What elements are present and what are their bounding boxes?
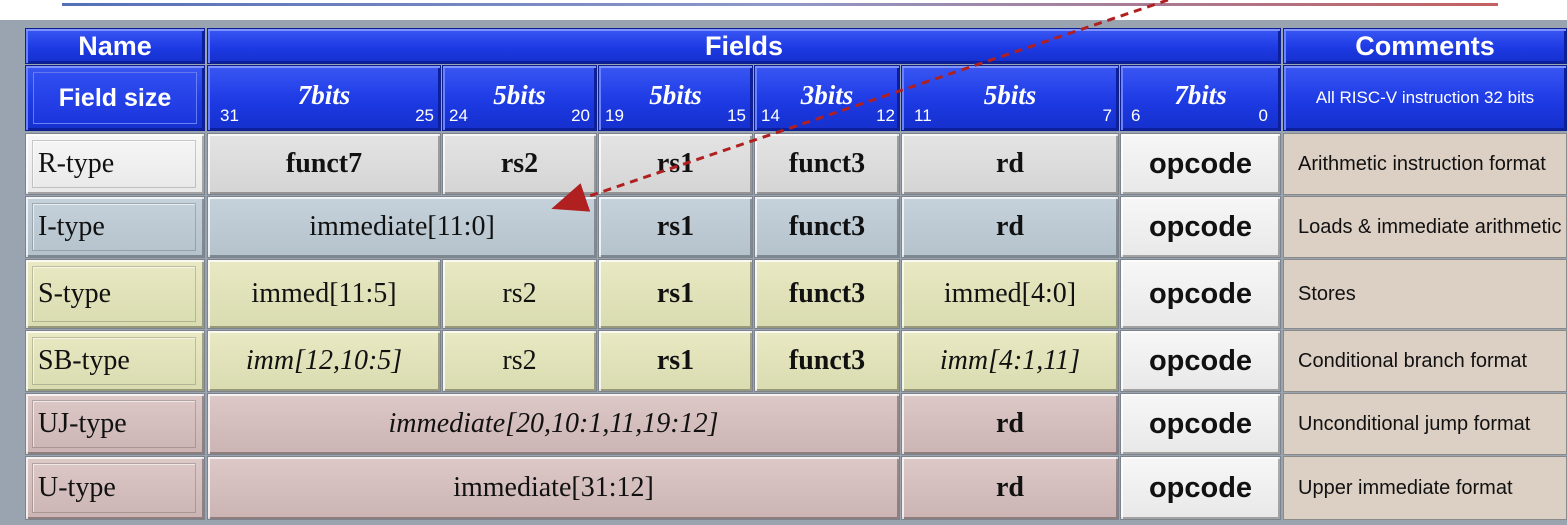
u-comment: Upper immediate format [1283,456,1567,520]
r-rd: rd [901,133,1119,195]
header-name: Name [25,28,205,64]
r-funct7: funct7 [207,133,441,195]
r-opcode: opcode [1120,133,1281,195]
sb-rs1: rs1 [598,330,753,392]
bit-hi: 11 [914,106,932,125]
bit-hi: 6 [1131,106,1141,125]
s-rs1: rs1 [598,259,753,329]
field-size-rs1: 5bits 19 15 [598,65,753,131]
i-rd: rd [901,196,1119,258]
i-rs1: rs1 [598,196,753,258]
bit-width: 5bits [983,79,1037,110]
i-comment: Loads & immediate arithmetic [1283,196,1567,258]
top-rule [62,3,1498,6]
r-rs1: rs1 [598,133,753,195]
bit-width: 5bits [649,79,702,110]
field-size-funct3: 3bits 14 12 [754,65,900,131]
i-opcode: opcode [1120,196,1281,258]
sb-comment: Conditional branch format [1283,330,1567,392]
field-size-opcode: 7bits 6 0 [1120,65,1281,131]
bit-width: 7bits [297,79,351,110]
row-name-u-type: U-type [25,456,205,520]
r-rs2: rs2 [442,133,597,195]
header-fields: Fields [207,28,1281,64]
field-size-rd: 5bits 11 7 [901,65,1119,131]
field-size-label: Field size [25,65,205,131]
bit-lo: 12 [876,106,895,125]
sb-imm-hi: imm[12,10:5] [207,330,441,392]
u-rd: rd [901,456,1119,520]
u-opcode: opcode [1120,456,1281,520]
sb-funct3: funct3 [754,330,900,392]
header-comments: Comments [1283,28,1567,64]
row-name-i-type: I-type [25,196,205,258]
row-name-r-type: R-type [25,133,205,195]
bit-hi: 19 [605,106,624,125]
i-immediate: immediate[11:0] [207,196,597,258]
row-name-s-type: S-type [25,259,205,329]
s-opcode: opcode [1120,259,1281,329]
bit-hi: 14 [761,106,780,125]
field-size-rs2: 5bits 24 20 [442,65,597,131]
field-size-funct7: 7bits 31 25 [207,65,441,131]
s-funct3: funct3 [754,259,900,329]
bit-width: 7bits [1174,79,1227,110]
row-name-uj-type: UJ-type [25,393,205,455]
uj-opcode: opcode [1120,393,1281,455]
sb-rs2: rs2 [442,330,597,392]
field-size-comment: All RISC-V instruction 32 bits [1283,65,1567,131]
sb-opcode: opcode [1120,330,1281,392]
uj-immediate: immediate[20,10:1,11,19:12] [207,393,900,455]
bit-lo: 25 [415,106,434,125]
bit-width: 3bits [800,79,854,110]
r-funct3: funct3 [754,133,900,195]
field-size-text: Field size [33,72,197,124]
i-funct3: funct3 [754,196,900,258]
u-immediate: immediate[31:12] [207,456,900,520]
bit-hi: 24 [449,106,468,125]
uj-comment: Unconditional jump format [1283,393,1567,455]
uj-rd: rd [901,393,1119,455]
bit-lo: 15 [727,106,746,125]
row-name-sb-type: SB-type [25,330,205,392]
sb-imm-lo: imm[4:1,11] [901,330,1119,392]
bit-lo: 7 [1102,106,1112,125]
s-immed-hi: immed[11:5] [207,259,441,329]
bit-lo: 0 [1258,106,1268,125]
s-rs2: rs2 [442,259,597,329]
bit-hi: 31 [220,106,239,125]
r-comment: Arithmetic instruction format [1283,133,1567,195]
s-immed-lo: immed[4:0] [901,259,1119,329]
s-comment: Stores [1283,259,1567,329]
bit-lo: 20 [571,106,590,125]
bit-width: 5bits [493,79,546,110]
